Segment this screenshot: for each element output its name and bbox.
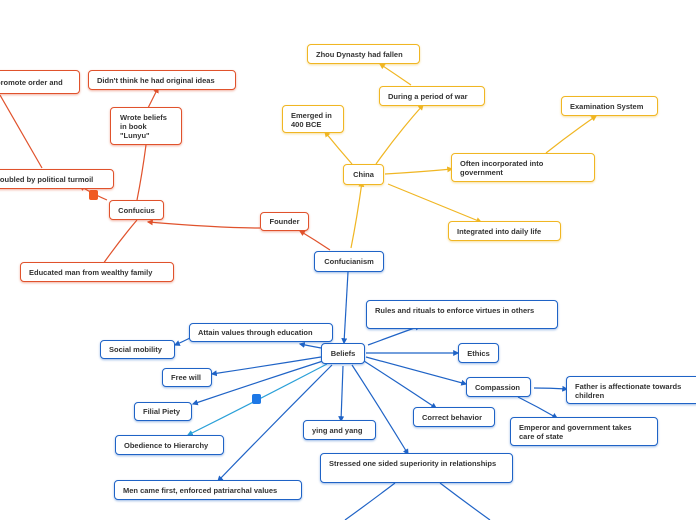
node-father[interactable]: Father is affectionate towards children (566, 376, 696, 404)
node-freewill[interactable]: Free will (162, 368, 212, 387)
node-ethics[interactable]: Ethics (458, 343, 499, 363)
edge-china-war (375, 104, 424, 165)
edge-china-emerged (324, 131, 353, 165)
edge-confucius-wrote (136, 144, 147, 201)
node-exam[interactable]: Examination System (561, 96, 658, 116)
edge-stressed-right (439, 482, 491, 520)
node-correct[interactable]: Correct behavior (413, 407, 495, 427)
edge-founder-confucius (146, 219, 261, 229)
edge-beliefs-yin (338, 365, 345, 423)
node-promote[interactable]: promote order and (0, 70, 80, 94)
node-compassion[interactable]: Compassion (466, 377, 531, 397)
node-patriarchal[interactable]: Men came first, enforced patriarchal val… (114, 480, 302, 500)
node-wrote[interactable]: Wrote beliefs in book "Lunyu" (110, 107, 182, 145)
edge-beliefs-stressed (351, 364, 409, 456)
edge-compassion-emperor (517, 396, 559, 419)
node-troubled[interactable]: roubled by political turmoil (0, 169, 114, 189)
edge-stressed-left (344, 482, 396, 520)
node-daily[interactable]: Integrated into daily life (448, 221, 561, 241)
edge-wrote-didnt (147, 86, 159, 109)
edge-education-mobility (173, 337, 191, 346)
node-rules[interactable]: Rules and rituals to enforce virtues in … (366, 300, 558, 329)
node-didnt[interactable]: Didn't think he had original ideas (88, 70, 236, 90)
edge-beliefs-filial (191, 360, 324, 406)
node-zhou[interactable]: Zhou Dynasty had fallen (307, 44, 420, 64)
node-education[interactable]: Attain values through education (189, 323, 333, 342)
edge-compassion-father (533, 385, 569, 392)
node-confucianism[interactable]: Confucianism (314, 251, 384, 272)
marker-icon[interactable] (252, 394, 261, 404)
node-stressed[interactable]: Stressed one sided superiority in relati… (320, 453, 513, 483)
edge-confucianism-founder (298, 230, 331, 251)
node-war[interactable]: During a period of war (379, 86, 485, 106)
edge-beliefs-patriarchal (217, 364, 333, 482)
edge-china-daily (387, 183, 483, 223)
node-obedience[interactable]: Obedience to Hierarchy (115, 435, 224, 455)
edge-beliefs-correct (363, 360, 437, 409)
edge-troubled-promote (0, 94, 43, 169)
node-yin[interactable]: ying and yang (303, 420, 376, 440)
edge-confucius-educated (102, 219, 138, 265)
node-confucius[interactable]: Confucius (109, 200, 164, 220)
node-emerged[interactable]: Emerged in 400 BCE (282, 105, 344, 133)
node-gov[interactable]: Often incorporated into government (451, 153, 595, 182)
node-founder[interactable]: Founder (260, 212, 309, 231)
marker-icon[interactable] (89, 190, 98, 200)
edge-beliefs-compassion (365, 356, 468, 386)
edge-confucianism-china (350, 180, 365, 249)
node-china[interactable]: China (343, 164, 384, 185)
edge-beliefs-freewill (210, 356, 322, 377)
edge-confucianism-beliefs (341, 271, 349, 345)
edge-beliefs-education (298, 341, 322, 349)
node-mobility[interactable]: Social mobility (100, 340, 175, 359)
edge-war-zhou (379, 63, 412, 86)
edge-gov-exam (545, 115, 597, 154)
node-educated[interactable]: Educated man from wealthy family (20, 262, 174, 282)
node-filial[interactable]: Filial Piety (134, 402, 192, 421)
edge-china-gov (384, 166, 454, 175)
node-emperor[interactable]: Emperor and government takes care of sta… (510, 417, 658, 446)
node-beliefs[interactable]: Beliefs (321, 343, 365, 364)
